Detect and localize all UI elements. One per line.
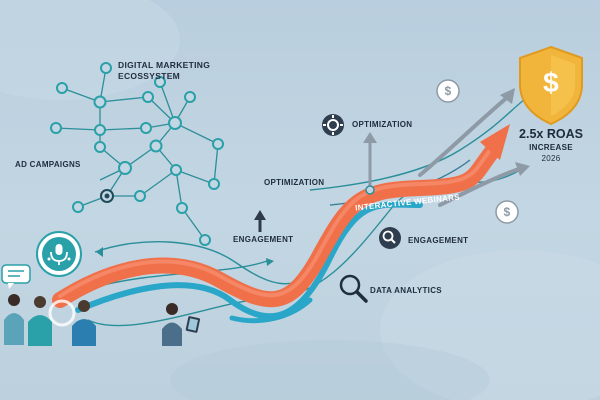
person-left — [4, 294, 24, 345]
dollar-coin-icon-top — [436, 79, 460, 103]
person-right — [72, 300, 96, 346]
ad-campaigns-label: AD CAMPAIGNS — [15, 160, 81, 169]
engagement-label-left: ENGAGEMENT — [233, 235, 294, 244]
data-analytics-magnifier-icon — [339, 274, 368, 303]
dollar-coin-icon-bottom — [495, 200, 519, 224]
speech-bubble-icon — [1, 264, 31, 289]
shield-dollar-symbol: $ — [543, 67, 559, 98]
orange-arrowhead — [480, 124, 510, 160]
gear-icon — [322, 114, 344, 136]
network-title-line1: DIGITAL MARKETING — [118, 60, 211, 70]
roas-value: 2.5x ROAS — [519, 127, 583, 141]
engagement-label-right: ENGAGEMENT — [408, 236, 469, 245]
shield-dollar-icon — [519, 45, 583, 126]
person-tablet — [162, 303, 201, 346]
dollar-symbol-top: $ — [444, 84, 452, 98]
network-title-line2: ECOSSYSTEM — [118, 71, 181, 81]
optimization-label-mid: OPTIMIZATION — [264, 178, 325, 187]
magnifier-icon — [379, 227, 401, 249]
data-analytics-label: DATA ANALYTICS — [370, 286, 442, 295]
roas-year: 2026 — [541, 154, 561, 163]
person-center — [28, 296, 52, 346]
optimization-label-top: OPTIMIZATION — [352, 120, 413, 129]
roas-increase: INCREASE — [529, 143, 573, 152]
microphone-icon — [36, 231, 82, 277]
dollar-symbol-bottom: $ — [503, 205, 511, 219]
